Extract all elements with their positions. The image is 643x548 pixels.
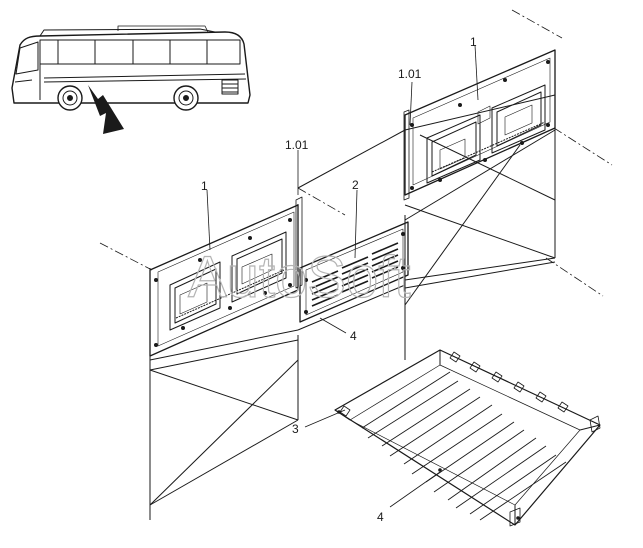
callout-tray: 3	[292, 422, 299, 436]
callout-left-seal: 1.01	[285, 138, 309, 152]
side-wall-structure	[99, 9, 613, 520]
callout-grille-frame: 4	[350, 329, 357, 343]
left-side-panel	[149, 196, 303, 357]
callout-right-panel: 1	[470, 35, 477, 49]
ventilation-grille	[299, 221, 409, 323]
callout-right-seal: 1.01	[398, 67, 422, 81]
right-side-panel	[403, 49, 556, 201]
callout-left-panel: 1	[201, 179, 208, 193]
bus-location-thumbnail	[11, 25, 251, 134]
callout-tray-frame: 4	[377, 510, 384, 524]
watermark-text: AutoSoft	[188, 245, 410, 310]
callout-grille: 2	[352, 178, 359, 192]
floor-tray	[334, 349, 601, 527]
location-arrow-icon	[88, 85, 124, 134]
callout-leaders	[206, 44, 479, 508]
